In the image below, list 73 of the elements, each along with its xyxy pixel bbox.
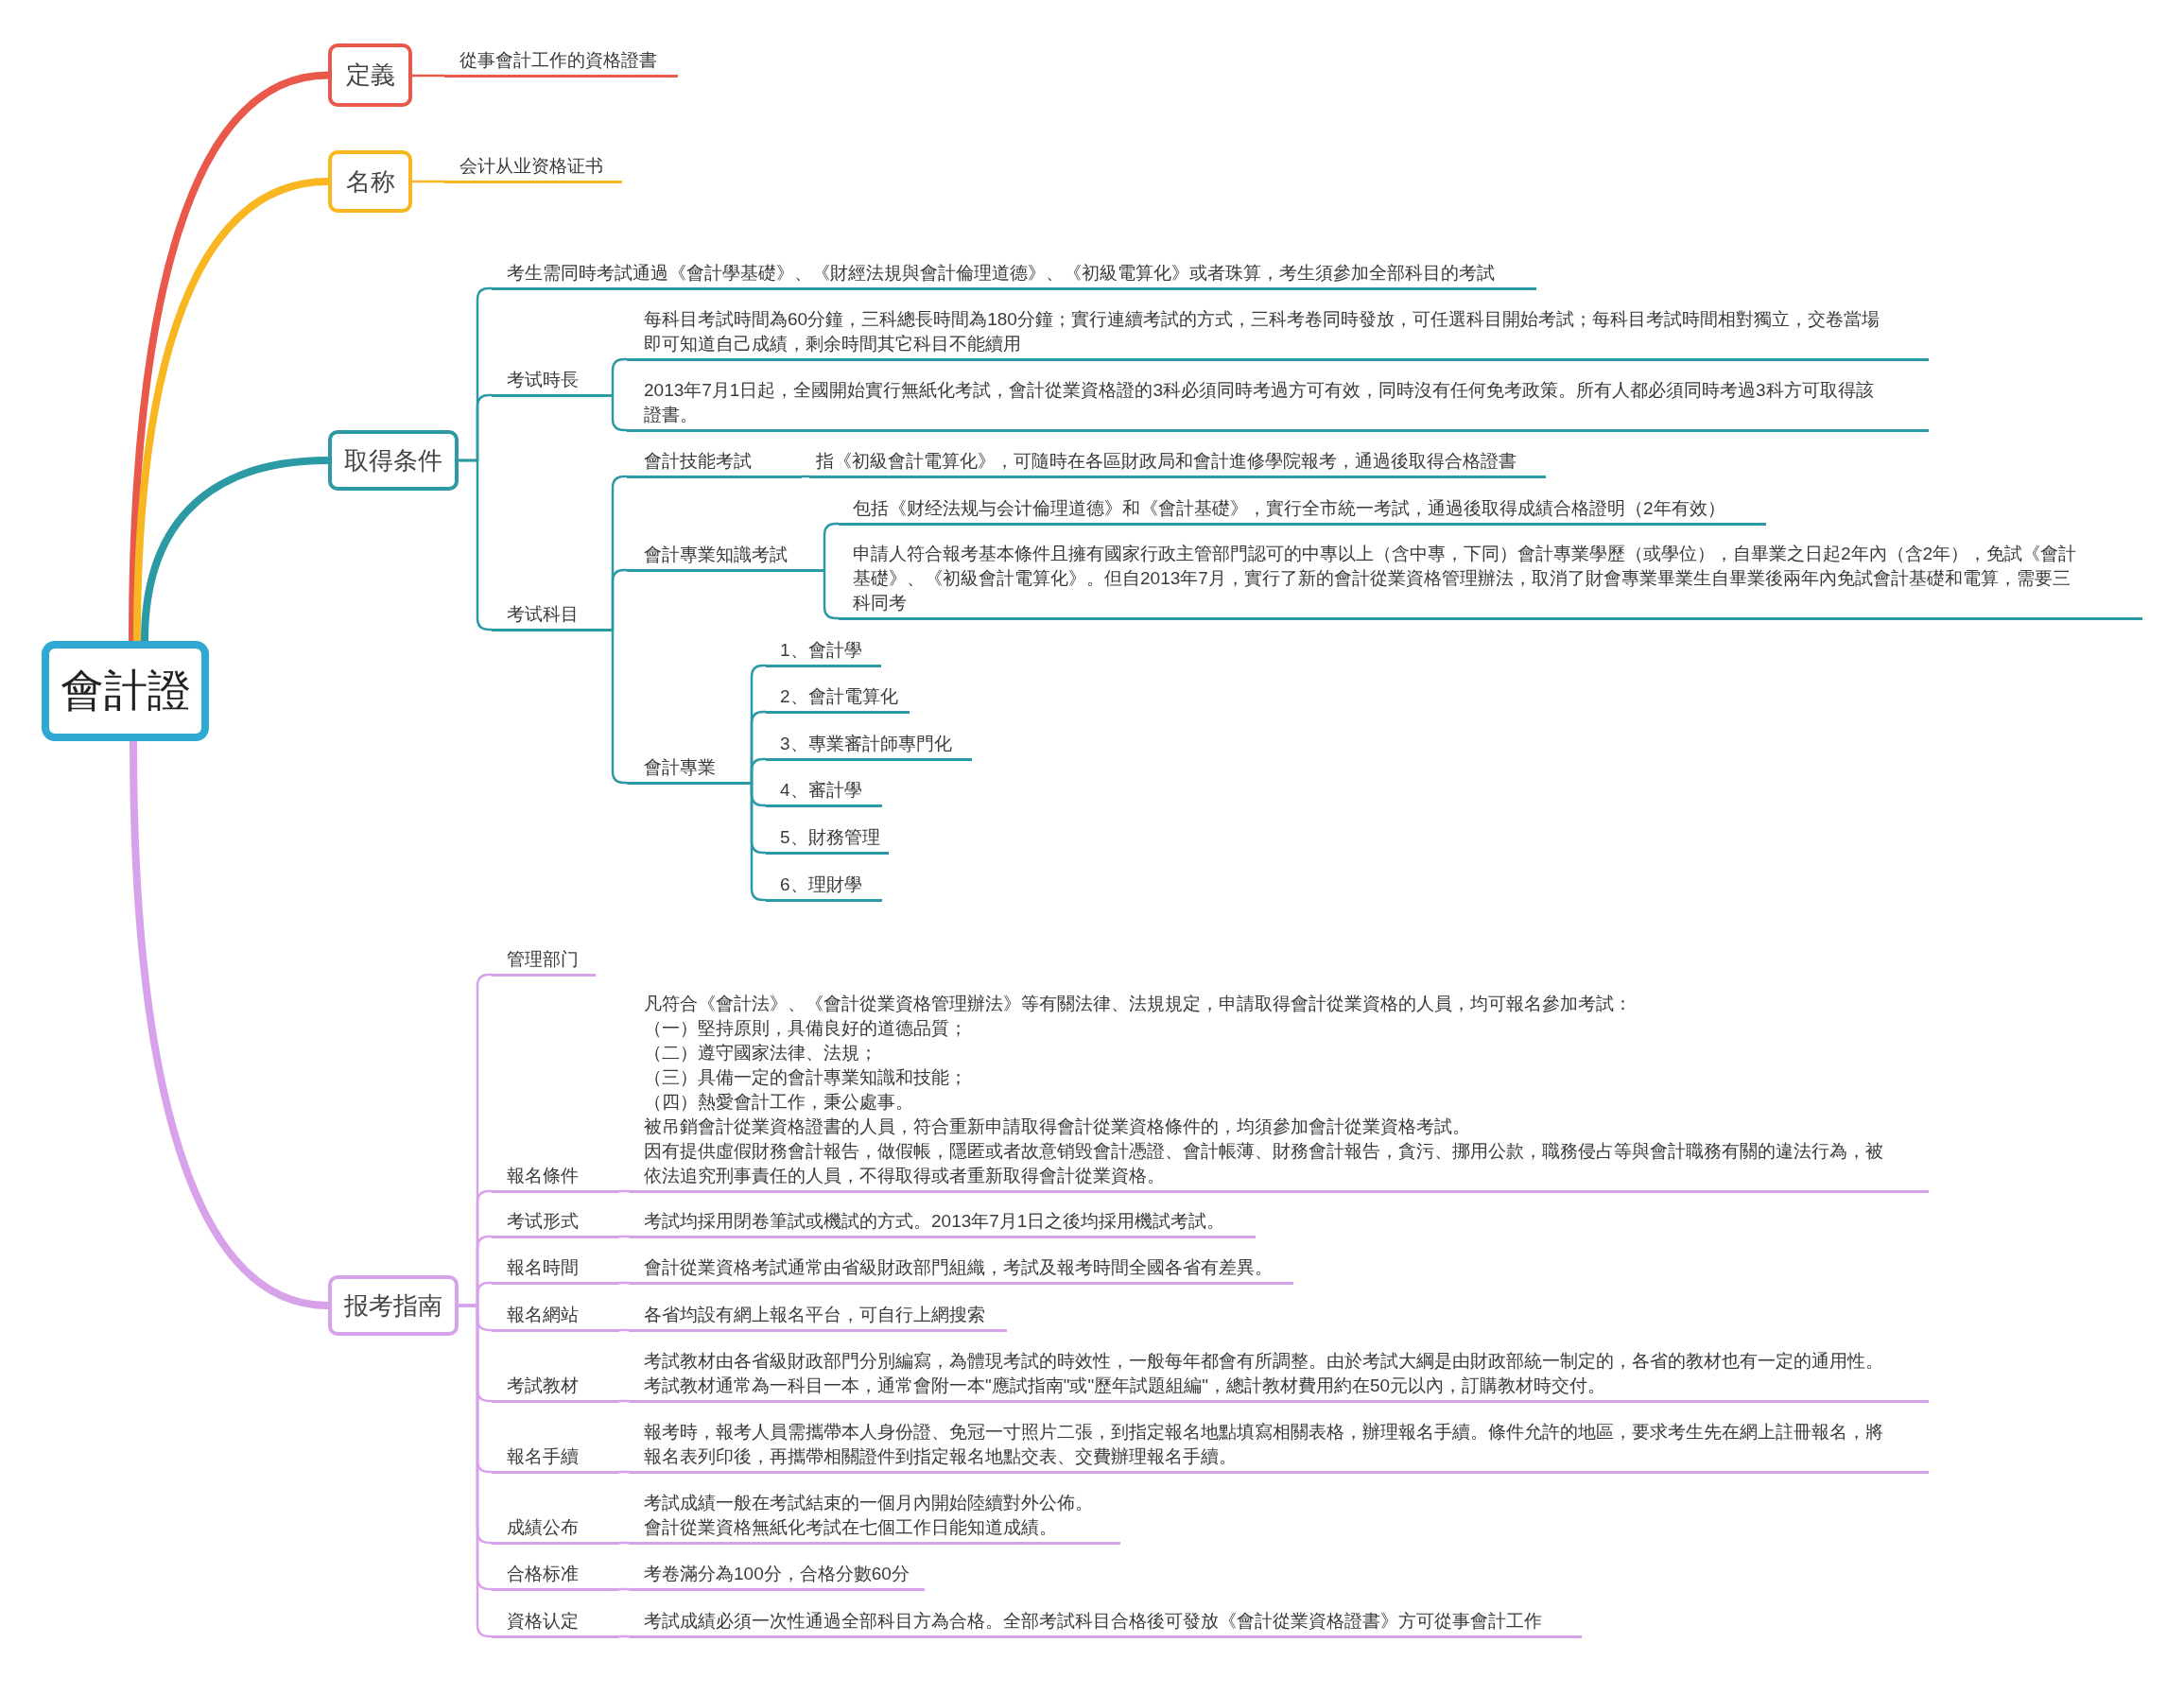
subtopic: 2013年7月1日起，全國開始實行無紙化考試，會計從業資格證的3科必須同時考過方可有效，同時沒有任何免考政策。所有人都必須同時考過3科方可取得該證書。 [627,377,1929,432]
branch-line [619,1634,629,1638]
subtopic: 会计从业资格证书 [444,153,622,183]
main-topic-box: 取得条件 [328,430,459,491]
subtopic: 資格认定 [492,1608,619,1638]
subtopic: 報名時間 [492,1254,619,1285]
paragraph: 凡符合《會計法》、《會計從業資格管理辦法》等有關法律、法規規定，申請取得會計從業資格的人員，均可報名參加考試： [644,992,1633,1015]
branch-line [611,568,627,631]
branch-curve [129,71,329,642]
subtopic: 管理部门 [492,946,596,977]
branch-line [412,74,444,78]
subtopic: 會計專業知識考試 [627,542,824,572]
paragraph: 考試教材由各省級財政部門分別編寫，為體現考試的時效性，一般每年都會有所調整。由於考試大綱是由財政部統一制定的，各省的教材也有一定的通用性。 [644,1349,1884,1373]
branch-line [611,393,627,432]
branch-line [619,1328,629,1332]
branch-curve [141,457,329,642]
branch-curve [133,178,329,642]
subtopic: 成績公布 [492,1514,619,1545]
paragraph: 會計從業資格無紙化考試在七個工作日能知道成績。 [644,1515,1058,1539]
branch-line [750,781,766,902]
paragraph: 因有提供虛假財務會計報告，做假帳，隱匿或者故意销毁會計憑證、會計帳薄、財務會計報告，貪污、挪用公款，職務侵占等與會計職務有關的違法行為，被依法追究刑事責任的人員，不得取得或者重新取得會計從業資格。 [644,1139,1884,1187]
paragraph: （一）堅持原則，具備良好的道德品質； [644,1016,968,1040]
subtopic: 報考時，報考人員需攜帶本人身份證、免冠一寸照片二張，到指定報名地點填寫相關表格，辦理報名手續。條件允許的地區，要求考生先在網上註冊報名，將報名表列印後，再攜帶相關證件到指定報名地點交表、交費辦理報名手續。 [629,1419,1929,1474]
branch-line [619,1235,629,1238]
branch-curve [130,740,329,1309]
subtopic: 包括《财经法规与会计倫理道德》和《會計基礎》，實行全市統一考試，通過後取得成績合格證明（2年有效） [839,495,1766,526]
main-topic-box: 报考指南 [328,1275,459,1336]
subtopic: 考卷滿分為100分，合格分數60分 [629,1561,925,1591]
paragraph: （三）具備一定的會計專業知識和技能； [644,1065,968,1089]
branch-line [619,1470,629,1474]
paragraph: 考試教材通常為一科目一本，通常會附一本"應試指南"或"歷年試題組編"，總計教材費用約在50元以內，訂購教材時交付。 [644,1374,1607,1397]
subtopic: 考试科目 [492,601,613,631]
subtopic: 會計專業 [627,754,752,785]
branch-line [802,475,809,478]
subtopic: 從事會計工作的資格證書 [444,47,678,78]
subtopic: 6、理財學 [766,872,882,902]
subtopic: 考試成績必須一次性通過全部科目方為合格。全部考試科目合格後可發放《會計從業資格證書》方可從事會計工作 [629,1608,1582,1638]
subtopic: 3、專業審計師專門化 [766,731,972,761]
branch-line [611,357,627,397]
subtopic: 2、會計電算化 [766,683,910,714]
subtopic: 會計從業資格考試通常由省級財政部門組織，考試及報考時間全國各省有差異。 [629,1254,1293,1285]
branch-line [619,1281,629,1285]
subtopic: 報名條件 [492,1163,619,1193]
branch-line [619,1399,629,1403]
main-topic-box: 定義 [328,43,412,107]
branch-line [750,757,766,785]
paragraph: （四）熱愛會計工作，秉公處事。 [644,1090,914,1114]
subtopic: 會計技能考試 [627,448,802,478]
subtopic: 考生需同時考試通過《會計學基礎》、《財經法規與會計倫理道德》、《初級電算化》或者珠算，考生須參加全部科目的考試 [492,260,1536,290]
paragraph: 考試成績一般在考試結束的一個月內開始陸續對外公佈。 [644,1491,1094,1514]
subtopic: 指《初級會計電算化》，可隨時在各區財政局和會計進修學院報考，通過後取得合格證書 [809,448,1546,478]
subtopic: 1、會計學 [766,637,881,667]
paragraph: 被吊銷會計從業資格證書的人員，符合重新申請取得會計從業資格條件的，均須參加會計從業資格考試。 [644,1115,1471,1138]
subtopic: 考试時長 [492,367,613,397]
main-topic-box: 名称 [328,150,412,213]
branch-line [823,522,839,572]
branch-line [412,180,444,183]
subtopic: 考试形式 [492,1208,619,1238]
subtopic: 5、財務管理 [766,824,889,855]
central-topic-box: 會計證 [42,641,209,741]
subtopic: 報名手續 [492,1444,619,1474]
branch-line [619,1541,629,1545]
branch-line [619,1587,629,1591]
subtopic: 考試均採用閉卷筆試或機試的方式。2013年7月1日之後均採用機試考試。 [629,1208,1256,1238]
subtopic: 考試教材 [492,1373,619,1403]
subtopic: 每科目考試時間為60分鐘，三科總長時間為180分鐘；實行連續考試的方式，三科考卷同時發放，可任選科目開始考試；每科目考試時間相對獨立，交卷當場即可知道自己成績，剩余時間其它科目不能續用 [627,306,1929,361]
subtopic: 合格标准 [492,1561,619,1591]
subtopic: 報名網站 [492,1302,619,1332]
paragraph: （二）遵守國家法律、法規； [644,1041,878,1064]
subtopic: 4、審計學 [766,777,882,807]
branch-line [619,1189,629,1193]
subtopic: 申請人符合報考基本條件且擁有國家行政主管部門認可的中專以上（含中專，下同）會計專業學歷（或學位），自畢業之日起2年內（含2年），免試《會計基礎》、《初級會計電算化》。但自2013年7月，實行了新的會計從業資格管理辦法，取消了財會專業畢業生自畢業後兩年內免試會計基礎和電算，需要三科同考 [839,541,2142,620]
subtopic: 各省均設有網上報名平台，可自行上網搜索 [629,1302,1007,1332]
